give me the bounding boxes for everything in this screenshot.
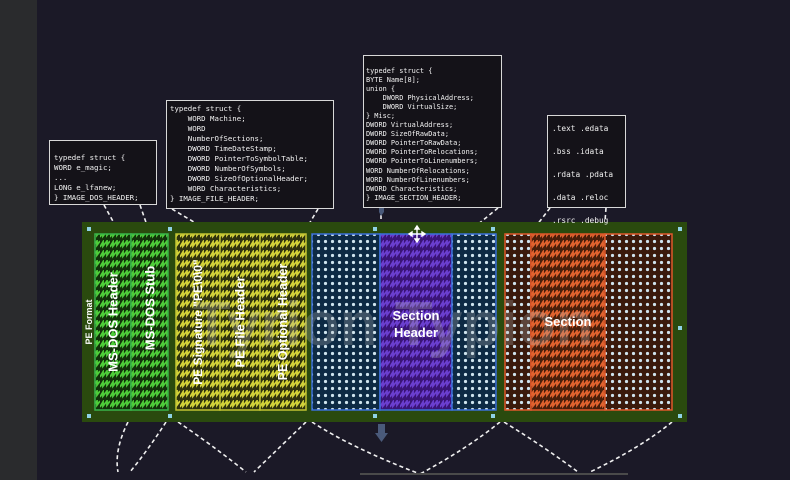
section-header-dots-left <box>311 233 381 411</box>
section-label: Section <box>544 314 592 329</box>
section-block[interactable] <box>530 233 606 411</box>
code-line: } Misc; <box>366 112 396 121</box>
code-line: union { <box>366 85 396 94</box>
section-header-dots-right <box>451 233 497 411</box>
bottom-divider <box>360 473 628 475</box>
dos-header-code-box: typedef struct {WORD e_magic;...LONG e_l… <box>49 140 157 205</box>
code-line: DWORD SizeOfRawData; <box>366 130 449 139</box>
code-line: DWORD NumberOfSymbols; <box>170 163 286 173</box>
code-line: .bss .idata <box>552 147 604 156</box>
code-line: NumberOfSections; <box>170 133 264 143</box>
code-line: ... <box>54 173 68 182</box>
code-line: BYTE Name[8]; <box>366 76 420 85</box>
code-line: DWORD PointerToRelocations; <box>366 148 479 157</box>
pe-signature-label-cell: PE Signature "PE\0\0" <box>176 234 220 410</box>
selection-handles <box>87 227 682 418</box>
file-header-code-box: typedef struct { WORD Machine; WORD Numb… <box>166 100 334 209</box>
code-line: } IMAGE_FILE_HEADER; <box>170 193 259 203</box>
pe-format-label: PE Format <box>83 299 94 345</box>
code-line: WORD e_magic; <box>54 163 112 172</box>
code-line: typedef struct { <box>54 153 126 162</box>
pe-signature-label: PE Signature "PE\0\0" <box>191 259 205 385</box>
section-dots-left <box>504 233 532 411</box>
code-line: typedef struct { <box>366 67 433 75</box>
code-line: .text .edata <box>552 124 609 133</box>
pe-optional-header-label-cell: PE Optional Header <box>260 234 306 410</box>
section-names-code-box: .text .edata .bss .idata .rdata .pdata .dat… <box>547 115 626 225</box>
ms-dos-stub-label-cell: MS-DOS Stub <box>131 234 168 410</box>
code-line: DWORD VirtualAddress; <box>366 121 454 130</box>
code-line: DWORD Characteristics; <box>366 184 458 193</box>
move-cursor-icon <box>407 224 427 244</box>
code-line: DWORD PhysicalAddress; <box>366 94 474 103</box>
down-arrow-bottom <box>375 424 388 442</box>
code-line: LONG e_lfanew; <box>54 183 117 192</box>
pe-file-header-label-cell: PE File Header <box>220 234 260 410</box>
code-line: WORD NumberOfRelocations; <box>366 166 470 175</box>
code-line: WORD <box>170 123 206 133</box>
code-line: DWORD PointerToSymbolTable; <box>170 153 308 163</box>
code-line: WORD NumberOfLinenumbers; <box>366 175 470 184</box>
section-header-code-box: typedef struct {BYTE Name[8];union { DWO… <box>363 55 502 208</box>
ms-dos-header-label: MS-DOS Header <box>105 272 121 372</box>
section-header-label: Section Header <box>380 307 452 341</box>
code-line: } IMAGE_DOS_HEADER; <box>54 193 139 202</box>
code-line: } IMAGE_SECTION_HEADER; <box>366 193 462 202</box>
code-line: .data .reloc <box>552 193 609 202</box>
code-line: DWORD VirtualSize; <box>366 103 458 112</box>
code-line: .rsrc .debug <box>552 216 609 225</box>
code-line: WORD Machine; <box>170 113 246 123</box>
section-dots-right <box>604 233 673 411</box>
code-line: DWORD PointerToRawData; <box>366 139 462 148</box>
watermark-text: Tyrion Typion <box>193 290 594 359</box>
code-line: DWORD PointerToLinenumbers; <box>366 157 479 166</box>
code-line: DWORD TimeDateStamp; <box>170 143 277 153</box>
section-header-block[interactable] <box>379 233 453 411</box>
ms-dos-stub-block[interactable] <box>130 233 169 411</box>
left-panel <box>0 0 37 480</box>
pe-optional-header-label: PE Optional Header <box>276 263 290 381</box>
section-header-label-line2: Header <box>393 325 439 340</box>
code-line: typedef struct { <box>170 104 242 113</box>
pe-file-header-label: PE File Header <box>232 276 248 368</box>
pe-optional-header-block[interactable] <box>259 233 307 411</box>
pe-file-header-block[interactable] <box>219 233 261 411</box>
ms-dos-stub-label: MS-DOS Stub <box>142 265 157 351</box>
pe-format-label-cell: PE Format <box>82 234 95 410</box>
code-line: WORD Characteristics; <box>170 183 282 193</box>
ms-dos-header-label-cell: MS-DOS Header <box>95 234 131 410</box>
section-header-label-line1: Section <box>392 308 440 323</box>
code-line: DWORD SizeOfOptionalHeader; <box>170 173 308 183</box>
code-line: .rdata .pdata <box>552 170 614 179</box>
